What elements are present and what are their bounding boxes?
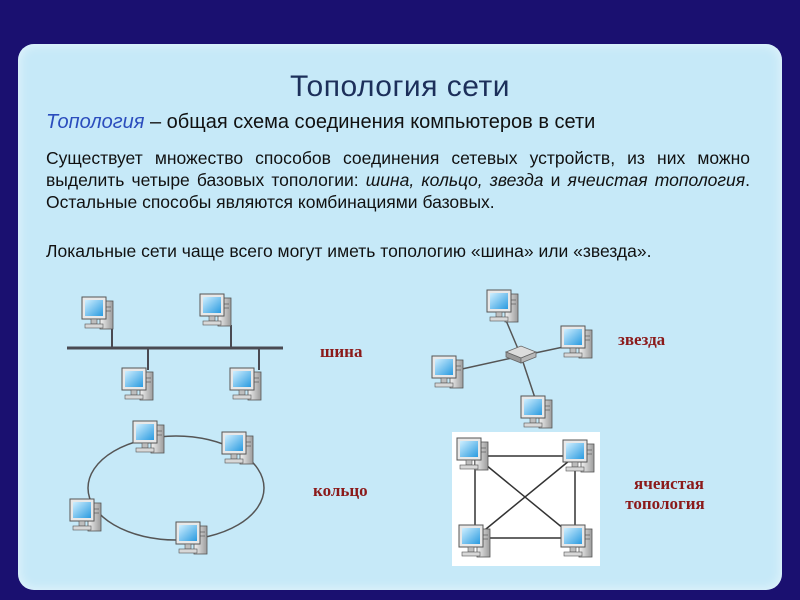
ring-topology — [69, 420, 265, 555]
computer-icon — [81, 296, 114, 330]
paragraph-local-networks: Локальные сети чаще всего могут иметь то… — [46, 241, 652, 261]
label-star: звезда — [618, 330, 666, 349]
paragraph-italic: ячеистая топология — [567, 170, 746, 190]
computer-icon — [229, 367, 262, 401]
definition-term: Топология — [46, 111, 145, 133]
computer-icon — [560, 524, 593, 558]
computer-icon — [221, 431, 254, 465]
paragraph-topologies: Существует множество способов соединения… — [46, 147, 750, 213]
hub-icon — [504, 345, 538, 364]
bus-topology — [67, 293, 283, 401]
definition-text: – общая схема соединения компьютеров в с… — [144, 111, 596, 133]
computer-icon — [458, 524, 491, 558]
paragraph-text: . Остальные способы являются комбинациям… — [46, 170, 751, 212]
star-topology — [431, 289, 593, 429]
slide-panel — [18, 44, 782, 590]
label-ring: кольцо — [313, 481, 368, 500]
computer-icon — [562, 439, 595, 473]
computer-icon — [431, 355, 464, 389]
computer-icon — [456, 437, 489, 471]
slide-title: Топология сети — [290, 70, 510, 103]
computer-icon — [132, 420, 165, 454]
computer-icon — [121, 367, 154, 401]
computer-icon — [69, 498, 102, 532]
label-mesh: ячеистая топология — [625, 474, 711, 514]
computer-icon — [199, 293, 232, 327]
computer-icon — [486, 289, 519, 323]
label-mesh-line1: ячеистая — [634, 474, 704, 493]
computer-icon — [520, 395, 553, 429]
mesh-link — [474, 455, 576, 539]
label-bus: шина — [320, 342, 363, 361]
paragraph-text: и — [543, 170, 568, 190]
label-mesh-line2: топология — [625, 494, 705, 513]
computer-icon — [560, 325, 593, 359]
paragraph-text: Существует множество способов соединения… — [46, 148, 750, 190]
definition: Топология – общая схема соединения компь… — [46, 111, 595, 134]
computer-icon — [175, 521, 208, 555]
paragraph-italic: шина, кольцо, звезда — [365, 170, 544, 190]
mesh-topology — [452, 432, 600, 566]
star-link — [520, 355, 536, 399]
